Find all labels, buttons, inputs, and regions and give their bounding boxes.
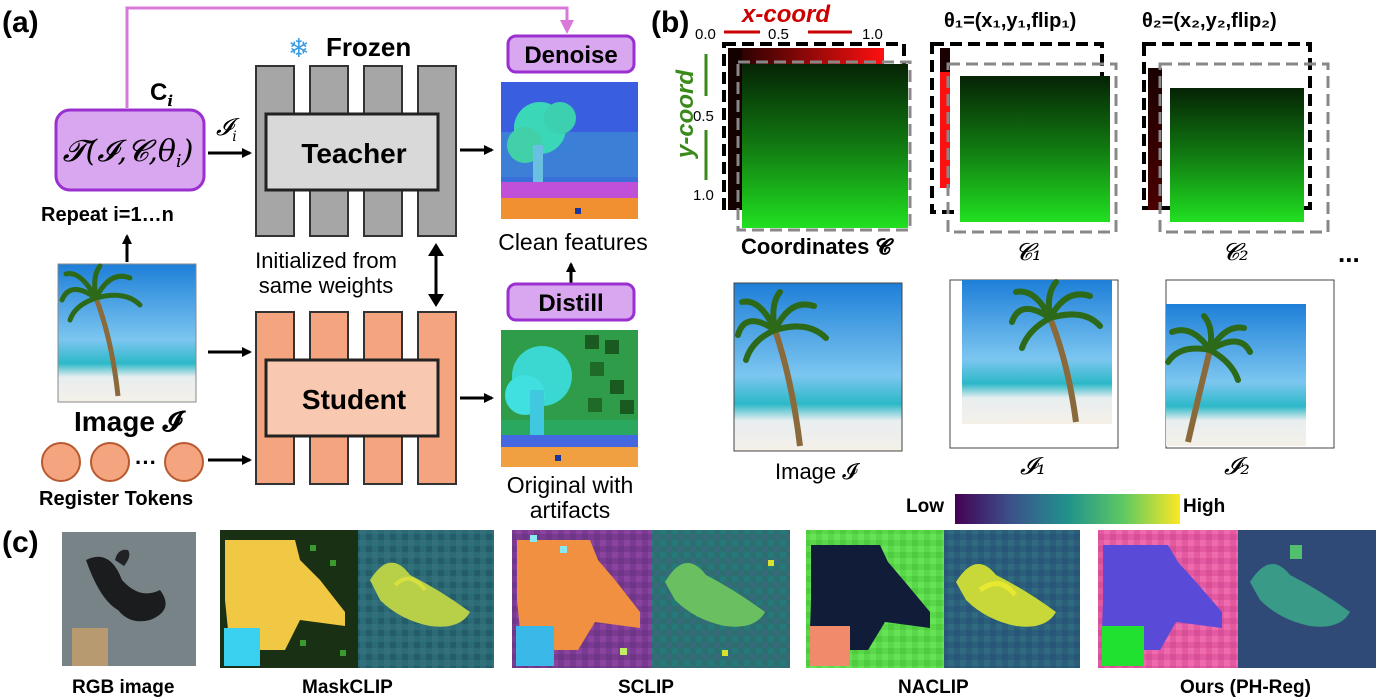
ci-label: Ci: [150, 79, 173, 110]
transform-box: [54, 108, 206, 192]
maskclip-label: MaskCLIP: [302, 677, 393, 698]
c1-label: 𝓒₁: [1015, 238, 1042, 266]
image-i2: [1165, 279, 1335, 449]
rgb-label: RGB image: [72, 677, 174, 698]
ours-segmentation: [1098, 530, 1238, 668]
maskclip-heatmap: [358, 530, 494, 668]
distill-label: Distill: [538, 290, 603, 317]
clean-features-label: Clean features: [498, 229, 648, 255]
student-label: Student: [302, 384, 406, 415]
original-features-map: [501, 330, 638, 467]
c2-label: 𝓒₂: [1222, 238, 1249, 266]
rgb-image: [62, 532, 196, 666]
clean-features-map: [501, 82, 638, 219]
ours-heatmap: [1238, 530, 1376, 668]
c2-map: [1142, 42, 1330, 234]
init-label-line1: Initialized from: [255, 248, 397, 273]
init-label-line2: same weights: [259, 273, 394, 298]
sclip-heatmap: [652, 530, 790, 668]
x-tick-2: 1.0: [862, 26, 883, 43]
i1-label: 𝓘₁: [1020, 452, 1046, 480]
image-i1: [949, 279, 1119, 449]
teacher-label: Teacher: [301, 138, 406, 169]
transform-label: 𝓣(𝓘,𝓒,θi): [63, 134, 194, 172]
panel-c-label: (c): [2, 526, 39, 559]
image-label-b: Image 𝓘: [775, 459, 860, 484]
ellipsis: ...: [1338, 238, 1360, 268]
x-tick-0: 0.0: [695, 26, 716, 43]
colorbar-low: Low: [906, 496, 944, 517]
token-dots: ···: [135, 450, 157, 475]
denoise-label: Denoise: [524, 42, 617, 69]
teacher-network: [255, 65, 457, 237]
student-network: [255, 311, 457, 485]
input-image: [57, 263, 197, 403]
panel-a-label: (a): [2, 6, 39, 39]
distill-box: [506, 282, 636, 322]
original-label-line2: artifacts: [530, 497, 611, 523]
sclip-segmentation: [512, 530, 652, 668]
sclip-label: SCLIP: [618, 677, 674, 698]
x-tick-1: 0.5: [768, 26, 789, 43]
image-b: [733, 282, 903, 452]
i2-label: 𝓘₂: [1224, 452, 1250, 480]
naclip-heatmap: [944, 530, 1080, 668]
colorbar: [955, 494, 1180, 524]
ii-label: 𝓘i: [216, 113, 240, 145]
register-tokens-label: Register Tokens: [39, 488, 193, 510]
x-coord-label: x-coord: [740, 1, 831, 28]
original-label-line1: Original with: [507, 472, 634, 498]
theta2-label: θ₂=(x₂,y₂,flip₂): [1142, 10, 1277, 32]
colorbar-high: High: [1183, 496, 1225, 517]
y-tick-1: 1.0: [693, 187, 714, 204]
y-tick-0: 0.5: [693, 108, 714, 125]
coordinates-map: [722, 42, 912, 232]
theta1-label: θ₁=(x₁,y₁,flip₁): [944, 10, 1076, 32]
c1-map: [930, 42, 1118, 234]
register-tokens: [41, 442, 204, 482]
maskclip-segmentation: [220, 530, 358, 668]
ours-label: Ours (PH-Reg): [1180, 677, 1311, 698]
naclip-segmentation: [806, 530, 944, 668]
y-coord-label: y-coord: [672, 69, 699, 159]
frozen-label: Frozen: [326, 32, 411, 62]
repeat-label: Repeat i=1…n: [41, 204, 174, 226]
denoise-box: [506, 34, 636, 74]
naclip-label: NACLIP: [898, 677, 969, 698]
pink-feedback-arrow: [125, 6, 574, 108]
snowflake-icon: ❄: [288, 33, 310, 63]
image-label-a: Image 𝓘: [74, 406, 186, 437]
panel-b-label: (b): [651, 6, 689, 39]
coordinates-label: Coordinates 𝓒: [741, 234, 894, 259]
